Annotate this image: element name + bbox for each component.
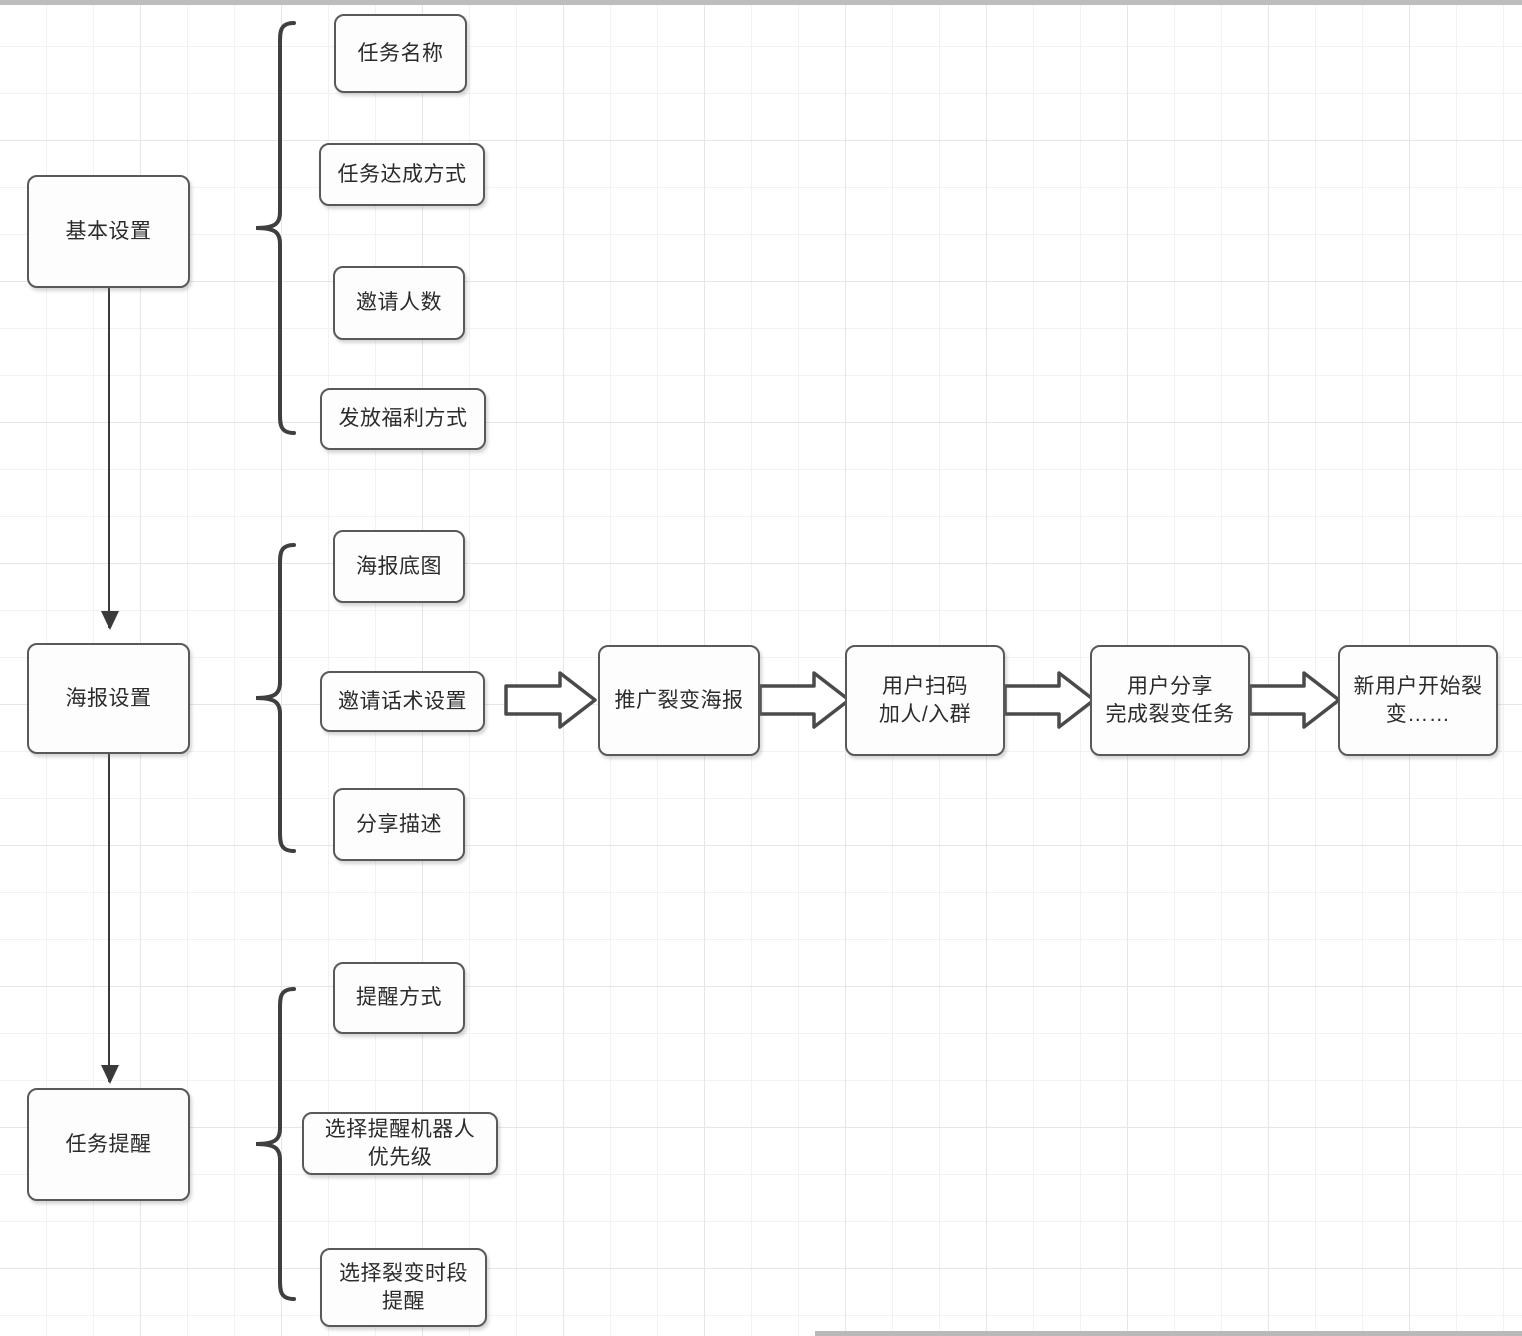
brace-task-reminder (252, 986, 298, 1302)
node-reminder-bot-priority[interactable]: 选择提醒机器人 优先级 (302, 1112, 498, 1175)
brace-basic-settings (252, 20, 298, 436)
node-share-description[interactable]: 分享描述 (333, 788, 465, 861)
node-poster-settings[interactable]: 海报设置 (27, 643, 190, 754)
node-poster-background[interactable]: 海报底图 (333, 530, 465, 603)
node-user-share-complete-task[interactable]: 用户分享 完成裂变任务 (1090, 645, 1250, 756)
node-reminder-method[interactable]: 提醒方式 (333, 962, 465, 1034)
connector-poster-to-reminder (101, 754, 119, 1084)
top-chrome-bar (0, 0, 1522, 5)
node-promote-fission-poster[interactable]: 推广裂变海报 (598, 645, 760, 756)
block-arrow-poster-to-scan (758, 670, 852, 730)
node-task-name[interactable]: 任务名称 (334, 14, 467, 93)
node-invite-count[interactable]: 邀请人数 (333, 266, 465, 340)
node-user-scan-join[interactable]: 用户扫码 加人/入群 (845, 645, 1005, 756)
node-task-completion-method[interactable]: 任务达成方式 (319, 143, 485, 206)
node-task-reminder[interactable]: 任务提醒 (27, 1088, 190, 1201)
node-new-user-starts-fission[interactable]: 新用户开始裂 变…… (1338, 645, 1498, 756)
block-arrow-into-flow (504, 670, 598, 730)
bottom-scrollbar[interactable] (815, 1331, 1522, 1336)
brace-poster-settings (252, 542, 298, 854)
connector-basic-to-poster (101, 288, 119, 630)
node-basic-settings[interactable]: 基本设置 (27, 175, 190, 288)
node-benefit-delivery-method[interactable]: 发放福利方式 (320, 388, 486, 450)
block-arrow-scan-to-share (1003, 670, 1097, 730)
node-fission-period-reminder[interactable]: 选择裂变时段 提醒 (320, 1248, 487, 1327)
node-invite-script-settings[interactable]: 邀请话术设置 (320, 671, 485, 732)
block-arrow-share-to-newuser (1248, 670, 1342, 730)
